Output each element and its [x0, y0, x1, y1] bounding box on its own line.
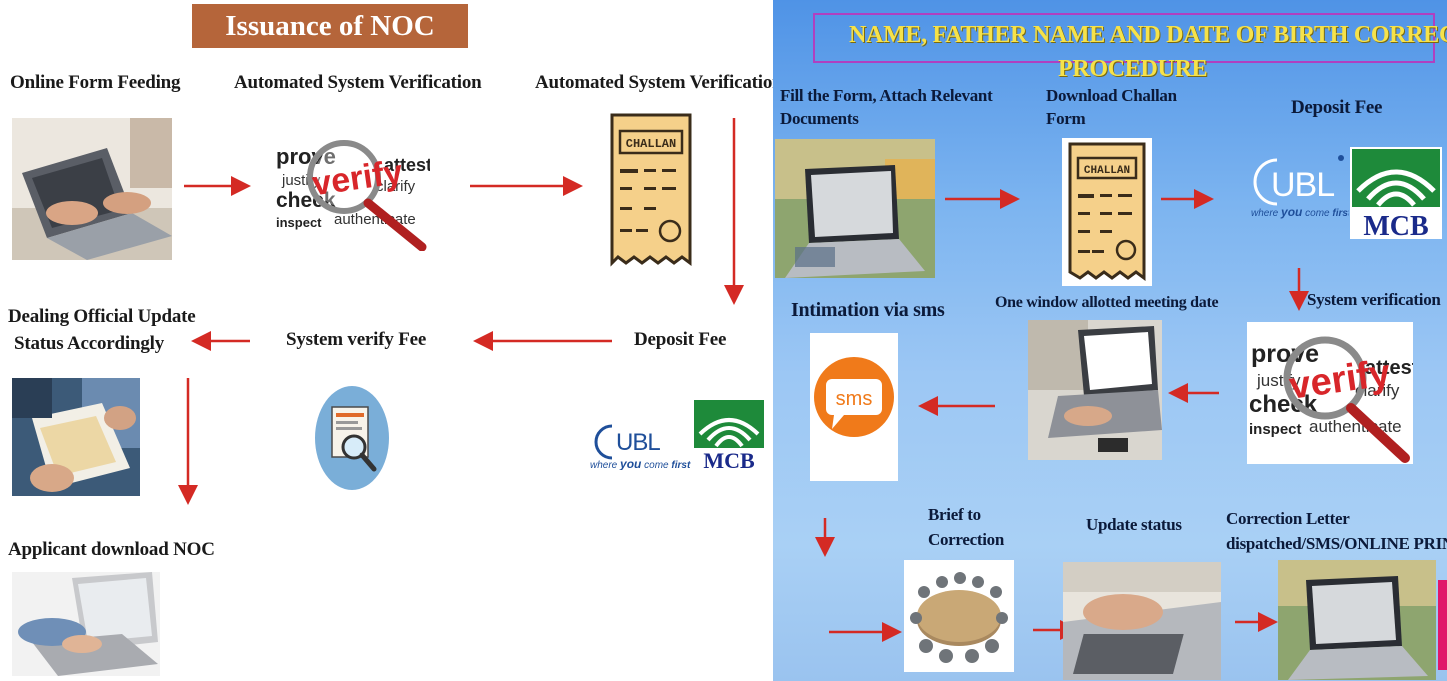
- rstep-brief-label-1: Brief to: [928, 505, 981, 524]
- mcb-logo-text: MCB: [1363, 211, 1428, 239]
- laptop-photo: [1278, 560, 1436, 680]
- left-arrows: [178, 118, 744, 505]
- step-deposit-fee-label: Deposit Fee: [634, 329, 727, 350]
- step-dealing-official-label-1: Dealing Official Update: [8, 306, 196, 327]
- ubl-logo-text: UBL: [1271, 166, 1334, 204]
- sms-label: sms: [836, 388, 873, 410]
- step-system-verify-fee-label: System verify Fee: [286, 329, 427, 350]
- mcb-logo: MCB: [1350, 147, 1442, 239]
- ubl-tagline-d: first: [1332, 208, 1349, 219]
- verify-word-attest: attest: [384, 155, 430, 175]
- procedure-banner-line1: NAME, FATHER NAME AND DATE OF BIRTH CORR…: [849, 22, 1447, 48]
- rstep-correction-letter-label-1: Correction Letter: [1226, 509, 1350, 528]
- ubl-tagline-b: you: [619, 457, 642, 470]
- ubl-logo: UBL where you come first: [1249, 150, 1349, 220]
- verify-magnifier: prove justify check inspect attest clari…: [272, 129, 430, 251]
- mcb-logo: MCB: [694, 400, 764, 472]
- meeting-table-icon: [904, 560, 1014, 672]
- procedure-banner-line2: PROCEDURE: [1058, 56, 1208, 82]
- rstep-download-challan-label-2: Form: [1046, 109, 1086, 128]
- ubl-tagline-c: come: [1305, 208, 1330, 219]
- verify-word-clarify: clarify: [376, 178, 416, 195]
- ubl-tagline-a: where: [590, 460, 618, 470]
- rstep-download-challan-label-1: Download Challan: [1046, 86, 1177, 105]
- verify-word-inspect: inspect: [1249, 421, 1302, 438]
- step-online-form-label: Online Form Feeding: [10, 72, 181, 93]
- document-search-icon: [314, 385, 390, 491]
- challan-document-icon: CHALLAN: [1062, 138, 1152, 286]
- sms-bubble-icon: sms: [810, 333, 898, 481]
- rstep-intimation-sms-label: Intimation via sms: [791, 299, 945, 321]
- challan-label: CHALLAN: [626, 137, 676, 151]
- step-auto-verify-label-1: Automated System Verification: [234, 72, 482, 93]
- step-auto-verify-label-2: Automated System Verification: [535, 72, 783, 93]
- ubl-logo-text: UBL: [616, 429, 660, 456]
- verify-magnifier: prove justify check inspect attest clari…: [1247, 322, 1413, 464]
- noc-title: Issuance of NOC: [192, 4, 468, 48]
- svg-text:where you come: where you come first: [1251, 205, 1349, 219]
- laptop-photo: [12, 572, 160, 676]
- challan-document-icon: CHALLAN: [606, 111, 696, 268]
- laptop-photo: [1028, 320, 1162, 460]
- ubl-tagline-c: come: [644, 460, 669, 470]
- step-applicant-download-label: Applicant download NOC: [8, 539, 215, 560]
- ubl-tagline-b: you: [1280, 205, 1303, 219]
- ubl-logo: UBL where you come first: [590, 420, 694, 470]
- procedure-banner: [813, 13, 1435, 63]
- rstep-one-window-label: One window allotted meeting date: [995, 294, 1219, 311]
- laptop-photo: [1063, 562, 1221, 680]
- svg-text:where you come: where you come first: [590, 457, 691, 470]
- rstep-deposit-fee-label: Deposit Fee: [1291, 97, 1383, 118]
- laptop-photo: [775, 139, 935, 278]
- step-dealing-official-label-2: Status Accordingly: [14, 333, 164, 354]
- office-paperwork-photo: [12, 378, 140, 496]
- mcb-logo-text: MCB: [703, 448, 755, 472]
- verify-word-check: check: [276, 189, 336, 212]
- laptop-photo: [12, 118, 172, 260]
- verify-word-clarify: clarify: [1355, 381, 1400, 400]
- rstep-update-status-label: Update status: [1086, 515, 1182, 534]
- ubl-tagline-a: where: [1251, 208, 1279, 219]
- rstep-fill-form-label-2: Documents: [780, 109, 859, 128]
- rstep-correction-letter-label-2: dispatched/SMS/ONLINE PRINT: [1226, 534, 1447, 553]
- ubl-tagline-d: first: [671, 460, 691, 470]
- rstep-fill-form-label-1: Fill the Form, Attach Relevant: [780, 86, 993, 105]
- challan-label: CHALLAN: [1084, 165, 1130, 177]
- verify-word-inspect: inspect: [276, 215, 322, 230]
- verify-word-attest: attest: [1365, 357, 1413, 379]
- rstep-system-verification-label: System verification: [1307, 290, 1441, 309]
- rstep-brief-label-2: Correction: [928, 530, 1004, 549]
- edge-accent-bar: [1438, 580, 1447, 670]
